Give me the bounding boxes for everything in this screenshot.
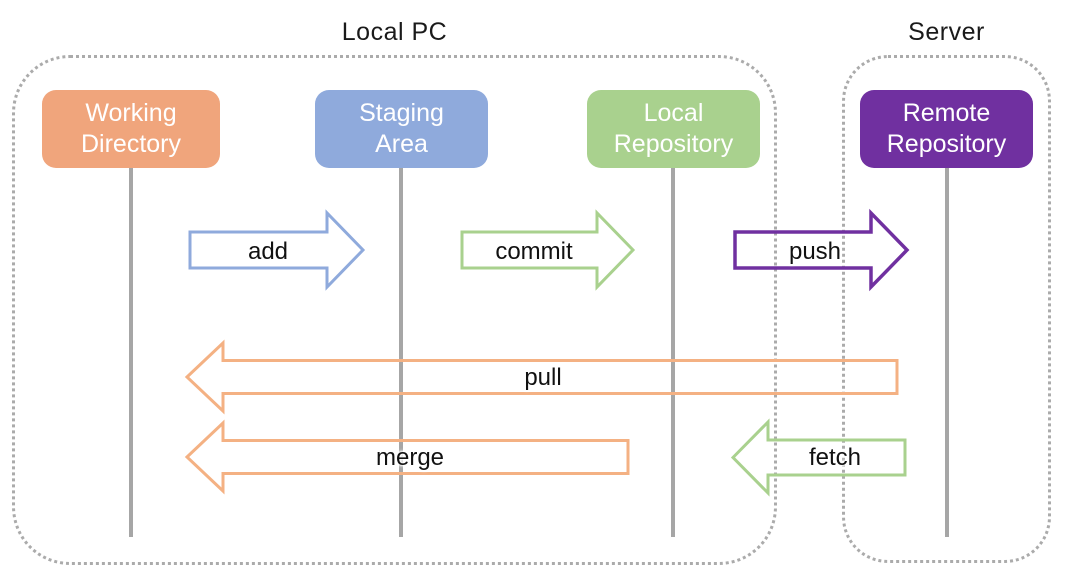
local-pc-title: Local PC	[341, 18, 448, 46]
staging-area-lifeline	[399, 168, 403, 537]
merge-arrow-shape	[184, 419, 630, 495]
add-arrow-shape	[188, 209, 366, 291]
fetch-arrow-label: fetch	[808, 444, 862, 471]
local-repository-lifeline	[671, 168, 675, 537]
fetch-arrow	[730, 418, 907, 497]
add-arrow-label: add	[247, 238, 289, 265]
node-staging-area: Staging Area	[315, 90, 488, 168]
push-arrow-label: push	[788, 238, 842, 265]
server-container	[842, 55, 1051, 563]
merge-arrow	[184, 419, 630, 495]
node-remote-repository: Remote Repository	[860, 90, 1033, 168]
pull-arrow	[184, 339, 899, 415]
commit-arrow-shape	[460, 209, 636, 291]
working-directory-lifeline	[129, 168, 133, 537]
remote-repository-lifeline	[945, 168, 949, 537]
commit-arrow	[460, 209, 636, 291]
add-arrow	[188, 209, 366, 291]
push-arrow	[733, 208, 910, 292]
pull-arrow-label: pull	[524, 364, 562, 391]
local-pc-container	[12, 55, 777, 565]
server-title: Server	[908, 18, 985, 46]
merge-arrow-label: merge	[375, 444, 445, 471]
node-local-repository: Local Repository	[587, 90, 760, 168]
node-working-directory: Working Directory	[42, 90, 220, 168]
commit-arrow-label: commit	[495, 238, 573, 265]
push-arrow-shape	[733, 208, 910, 292]
pull-arrow-shape	[184, 339, 899, 415]
fetch-arrow-shape	[730, 418, 907, 497]
